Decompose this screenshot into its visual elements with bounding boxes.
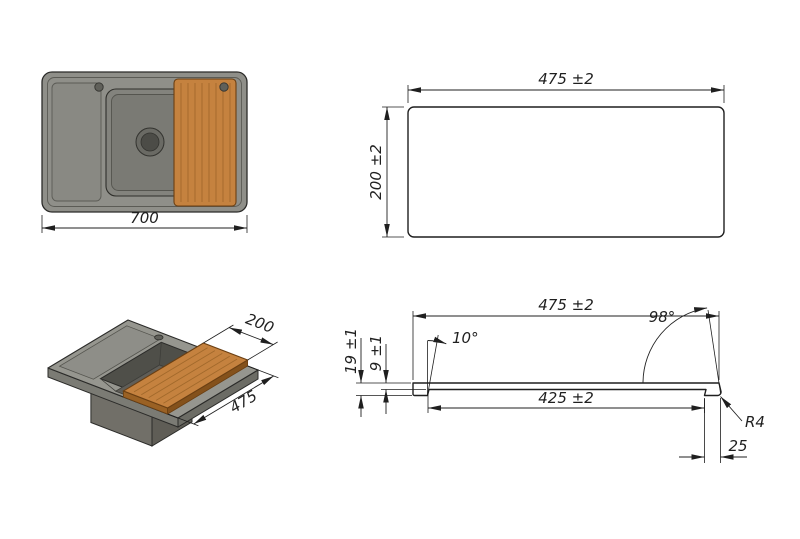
dim-label-10deg: 10° bbox=[452, 329, 479, 347]
cutting-board bbox=[173, 78, 237, 207]
dim-sink-overall-width: 700 bbox=[41, 209, 248, 233]
view-board-profile: 475 ±2 19 ±1 9 ±1 10° 98° bbox=[342, 296, 765, 463]
dim-board-width-plan: 200 ±2 bbox=[367, 106, 404, 238]
view-board-plan: 475 ±2 200 ±2 bbox=[367, 70, 725, 238]
drainer-area bbox=[51, 82, 102, 202]
dim-label-25: 25 bbox=[728, 437, 747, 455]
tap-hole-iso bbox=[154, 334, 164, 341]
dim-label-98deg: 98° bbox=[649, 308, 676, 326]
dim-top-thickness: 9 ±1 bbox=[367, 335, 426, 414]
dim-label-200-iso: 200 bbox=[243, 310, 276, 337]
view-sink-isometric: 475 200 bbox=[47, 310, 279, 447]
tap-hole-right bbox=[219, 82, 229, 92]
cutting-board-top-view bbox=[173, 78, 237, 207]
drain-hole bbox=[140, 132, 160, 152]
dim-end-angle: 98° bbox=[642, 307, 721, 394]
sink-inner-rim-line bbox=[47, 77, 242, 207]
dim-label-19: 19 ±1 bbox=[342, 328, 360, 374]
view-sink-top: 700 bbox=[41, 71, 248, 233]
dim-label-425: 425 ±2 bbox=[538, 389, 594, 407]
dim-label-r4: R4 bbox=[745, 413, 765, 431]
dim-inner-length: 425 ±2 bbox=[427, 389, 705, 413]
dim-corner-radius: R4 bbox=[720, 396, 765, 431]
board-profile-outline bbox=[412, 382, 722, 397]
dim-foot-width: 25 bbox=[679, 398, 748, 463]
wood-grain-lines bbox=[180, 83, 231, 202]
dim-profile-length: 475 ±2 bbox=[412, 296, 720, 380]
dim-bevel-angle: 10° bbox=[427, 329, 479, 396]
dim-label-9: 9 ±1 bbox=[367, 335, 385, 371]
tap-hole-left bbox=[94, 82, 104, 92]
dim-board-length-plan: 475 ±2 bbox=[407, 70, 725, 103]
wood-grain-lines-iso bbox=[133, 347, 238, 404]
dim-label-475-profile: 475 ±2 bbox=[538, 296, 594, 314]
dim-total-thickness: 19 ±1 bbox=[342, 328, 412, 417]
dim-label-700: 700 bbox=[130, 209, 159, 227]
board-plan-outline bbox=[407, 106, 725, 238]
dim-label-475-plan: 475 ±2 bbox=[538, 70, 594, 88]
dim-label-200-plan: 200 ±2 bbox=[367, 144, 385, 200]
